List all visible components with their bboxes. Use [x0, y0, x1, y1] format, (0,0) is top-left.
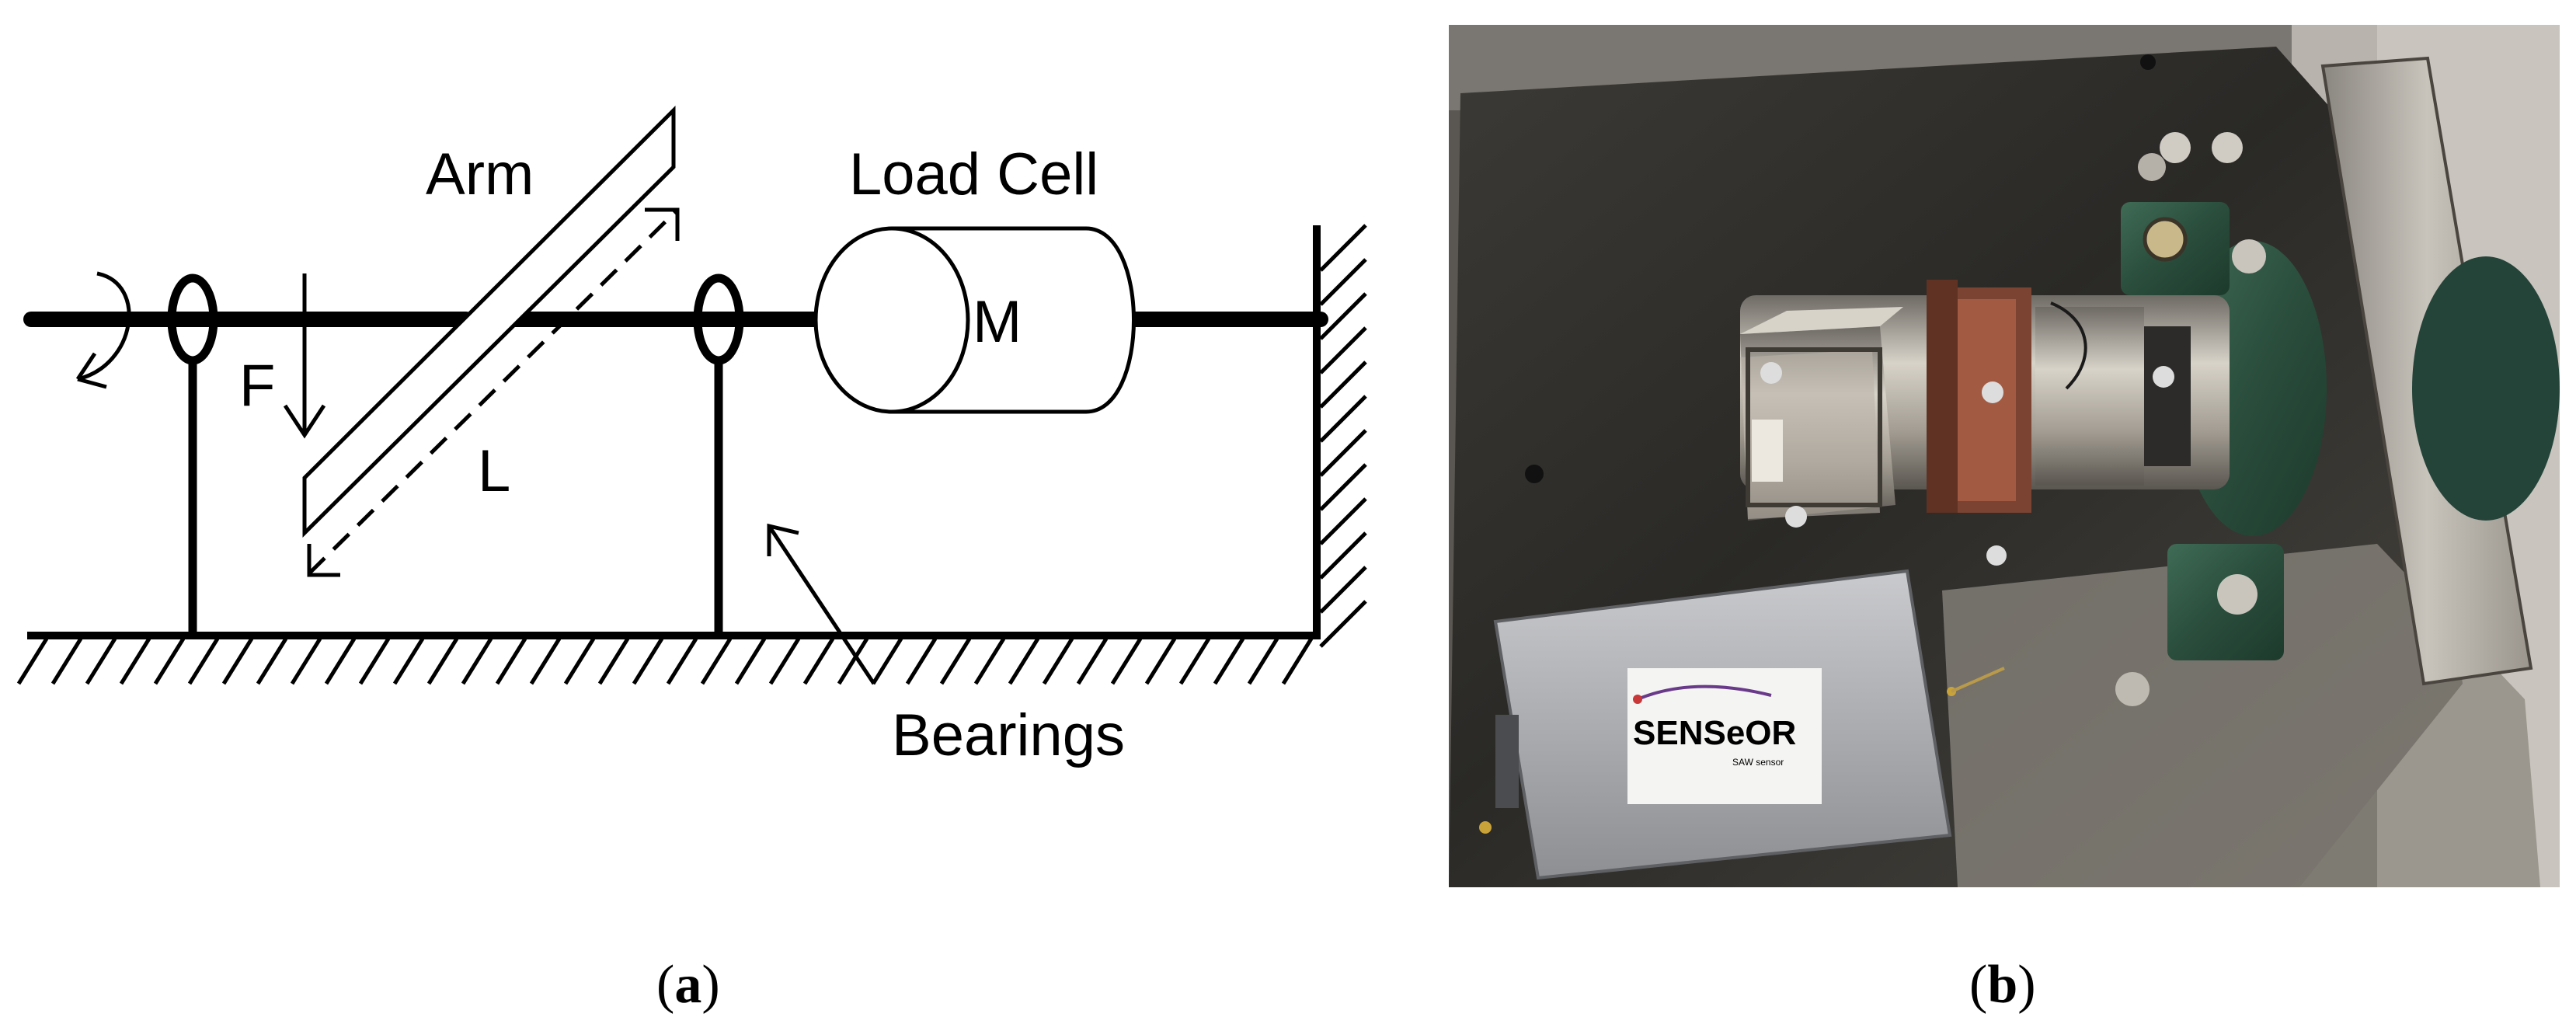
ground-hatch-mark	[16, 637, 49, 685]
ground-hatch-mark	[495, 637, 527, 685]
senseor-subtitle-text: SAW sensor	[1732, 757, 1784, 768]
ground-hatch-mark	[461, 637, 493, 685]
ground-hatch-mark	[734, 637, 767, 685]
wall-hatch-mark	[1319, 463, 1367, 511]
bearing-right	[693, 273, 744, 636]
force-label: F	[239, 353, 275, 419]
ground-hatch-mark	[119, 637, 151, 685]
ground-hatch-mark	[632, 637, 664, 685]
arm	[302, 105, 676, 538]
ground-hatch-mark	[1042, 637, 1074, 685]
wall-hatch-mark	[1319, 361, 1367, 409]
ground-hatch-mark	[1076, 637, 1109, 685]
ground-hatch-mark	[50, 637, 83, 685]
wall-hatch-mark	[1319, 224, 1367, 272]
load-cell	[813, 226, 1136, 414]
load-cell-label: Load Cell	[849, 141, 1098, 207]
wall-hatch-mark	[1319, 429, 1367, 477]
caption-b: (b)	[1969, 955, 2036, 1015]
caption-a: (a)	[656, 955, 720, 1015]
wall-hatch-mark	[1319, 566, 1367, 614]
ground-hatch-mark	[597, 637, 630, 685]
ground-hatch-mark	[973, 637, 1006, 685]
ground-hatch-mark	[256, 637, 288, 685]
sensor-housing	[1740, 301, 2174, 566]
ground-hatch-mark	[837, 637, 869, 685]
wall-hatch-mark	[1319, 326, 1367, 374]
ground-hatch-mark	[187, 637, 220, 685]
caption-b-letter: b	[1987, 955, 2017, 1015]
ground-hatch-mark	[153, 637, 186, 685]
force-arrow	[283, 273, 326, 439]
ground-hatch-mark	[1008, 637, 1040, 685]
bearings-label: Bearings	[892, 702, 1125, 768]
ground-hatch-mark	[700, 637, 733, 685]
ground-hatch-mark	[939, 637, 972, 685]
senseor-reader-box: SENSeOR SAW sensor	[1479, 569, 2005, 880]
wall-hatch-mark	[1319, 600, 1367, 648]
wall-hatch-mark	[1319, 531, 1367, 580]
ground-hatch-mark	[802, 637, 835, 685]
arm-label: Arm	[426, 141, 534, 207]
caption-b-close: )	[2017, 955, 2035, 1015]
panel-a-diagram: Arm Load Cell M F L Bearings (a)	[16, 105, 1367, 1015]
ground-hatch-mark	[1178, 637, 1211, 685]
fixed-wall	[1313, 224, 1367, 648]
ground-hatch-mark	[1247, 637, 1279, 685]
ground-hatch-mark	[426, 637, 459, 685]
caption-a-close: )	[701, 955, 719, 1015]
mass-label: M	[973, 289, 1022, 355]
wall-hatch-mark	[1319, 258, 1367, 306]
wall-hatch-mark	[1319, 395, 1367, 443]
bearings-pointer	[767, 523, 876, 685]
caption-b-open: (	[1969, 955, 1987, 1015]
ground-hatch-mark	[529, 637, 562, 685]
ground-hatch-mark	[905, 637, 938, 685]
ground-hatch-mark	[563, 637, 596, 685]
wall-hatch-mark	[1319, 497, 1367, 545]
length-label: L	[478, 438, 510, 504]
ground	[16, 632, 1321, 685]
ground-hatch-mark	[392, 637, 425, 685]
ground-hatch-mark	[871, 637, 903, 685]
ground-hatch-mark	[290, 637, 322, 685]
senseor-brand-text: SENSeOR	[1633, 714, 1796, 752]
ground-hatch-mark	[221, 637, 254, 685]
ground-hatch-mark	[1110, 637, 1143, 685]
ground-hatch-mark	[85, 637, 117, 685]
ground-hatch-mark	[666, 637, 698, 685]
ground-hatch-mark	[1281, 637, 1314, 685]
ground-hatch-mark	[358, 637, 391, 685]
panel-b-photo: SENSeOR SAW sensor (b)	[1449, 25, 2560, 1015]
ground-hatch-mark	[324, 637, 357, 685]
arm-length-dimension	[307, 207, 680, 577]
ground-hatch-mark	[1213, 637, 1245, 685]
ground-hatch-mark	[768, 637, 801, 685]
caption-a-open: (	[656, 955, 674, 1015]
caption-a-letter: a	[674, 955, 701, 1015]
bearing-left	[167, 273, 218, 636]
ground-hatch-mark	[1144, 637, 1177, 685]
rotation-arrow	[75, 271, 131, 389]
wall-hatch-mark	[1319, 292, 1367, 340]
